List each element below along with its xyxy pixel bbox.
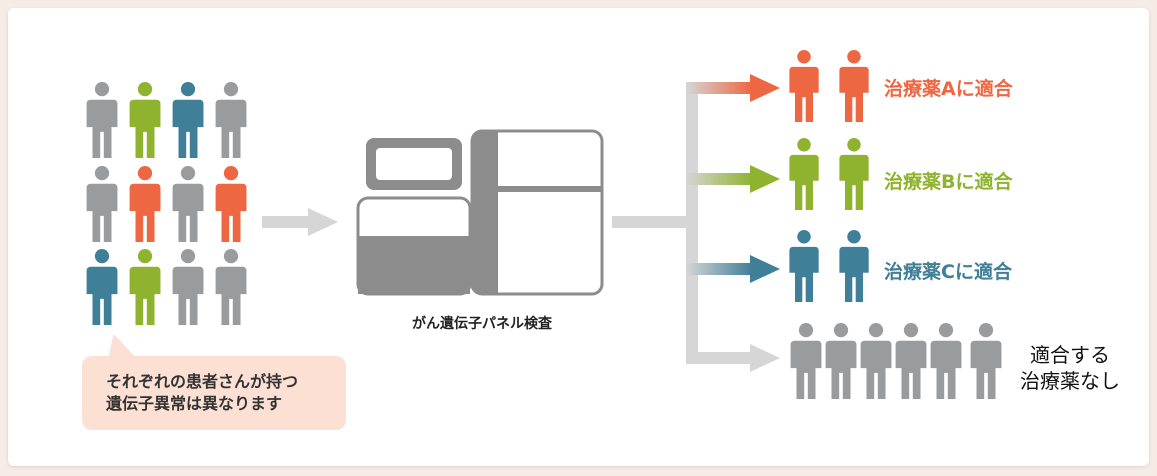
bubble-line-1: それぞれの患者さんが持つ [106,372,299,391]
outcome-person-icon [789,50,819,122]
arrow-b [750,165,780,193]
no-match-person-icon [825,323,857,399]
outcome-label-none-line-2: 治療薬なし [1020,369,1120,393]
patient-person-icon [215,82,247,158]
patient-person-icon [129,249,161,325]
outcome-person-icon [789,230,819,302]
outcome-label-c: 治療薬Cに適合 [884,261,1012,283]
patient-person-icon [215,249,247,325]
patient-person-icon [129,166,161,242]
no-match-person-icon [970,323,1002,399]
speech-bubble: それぞれの患者さんが持つ 遺伝子異常は異なります [82,356,346,430]
outcome-label-b: 治療薬Bに適合 [884,171,1013,193]
no-match-person-icon [895,323,927,399]
outcome-label-a: 治療薬Aに適合 [884,78,1013,100]
patient-person-icon [172,82,204,158]
arrow-none [750,344,780,372]
machine-label: がん遺伝子パネル検査 [412,316,552,332]
patient-person-icon [172,166,204,242]
patient-person-icon [129,82,161,158]
no-match-person-icon [860,323,892,399]
outcome-person-icon [789,138,819,210]
outcome-groups [789,50,1002,399]
patient-group [86,82,247,325]
branch-arrows [612,74,780,372]
no-match-person-icon [790,323,822,399]
bubble-line-2: 遺伝子異常は異なります [106,394,283,413]
no-match-person-icon [930,323,962,399]
patient-person-icon [86,166,118,242]
arrow-c [750,255,780,283]
outcome-person-icon [839,50,869,122]
outcome-person-icon [839,230,869,302]
sequencer-machine-icon [356,129,604,296]
arrow-a [750,74,780,102]
outcome-label-none-line-1: 適合する [1030,343,1110,367]
patient-person-icon [172,249,204,325]
outcome-label-none: 適合する 治療薬なし [1010,342,1130,394]
patient-person-icon [86,82,118,158]
input-arrow [262,208,338,236]
patient-person-icon [86,249,118,325]
outcome-person-icon [839,138,869,210]
patient-person-icon [215,166,247,242]
